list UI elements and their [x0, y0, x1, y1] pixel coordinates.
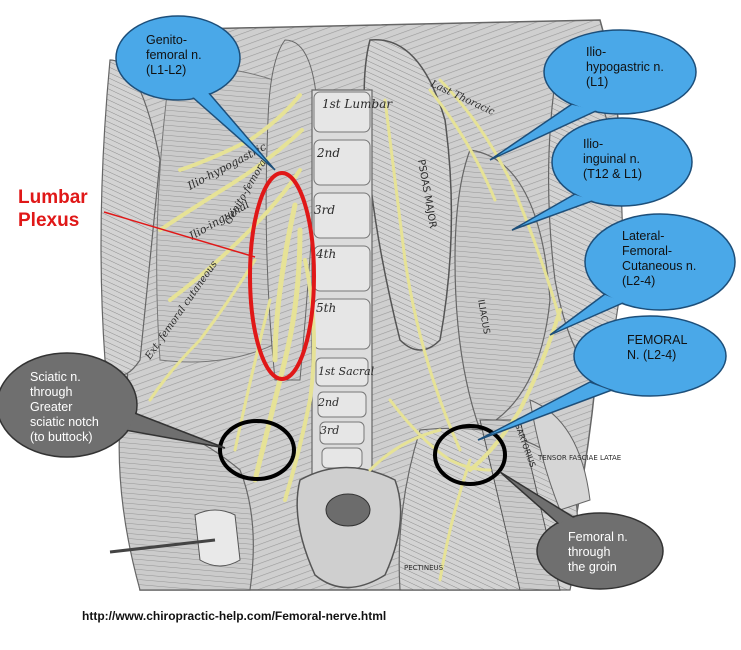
femoral-groin-circle — [433, 424, 507, 486]
anatomy-engraving: 1st Lumbar 2nd 3rd 4th 5th 1st Sacral 2n… — [100, 19, 624, 591]
vertebrae — [313, 91, 371, 469]
callout-iliohypogastric: Ilio- hypogastric n. (L1) — [586, 45, 664, 89]
callout-ilioinguinal-shape — [511, 117, 693, 231]
callout-femoral-groin-shape — [499, 471, 664, 590]
callout-sciatic-shape — [0, 352, 226, 458]
callout-femoral-shape — [477, 315, 727, 441]
vertebra-2-label: 2nd — [316, 146, 340, 160]
callout-genitofemoral: Genito- femoral n. (L1-L2) — [146, 33, 202, 77]
callout-genitofemoral-shape — [115, 15, 276, 171]
tensor-fasciae — [529, 399, 591, 511]
plexus-ellipse — [248, 171, 316, 381]
vertebra-5-label: 5th — [316, 301, 336, 315]
sacral-2-label: 2nd — [317, 396, 339, 409]
vertebra-1-label: 1st Lumbar — [322, 97, 393, 111]
callout-femoral-groin: Femoral n. through the groin — [568, 530, 628, 574]
callout-femoral: FEMORAL N. (L2-4) — [627, 333, 688, 362]
lumbar-plexus-label: Lumbar Plexus — [18, 187, 88, 231]
callout-sciatic: Sciatic n. through Greater sciatic notch… — [30, 370, 99, 444]
left-flank — [100, 59, 161, 376]
callout-iliohypogastric-shape — [489, 29, 697, 161]
source-url: http://www.chiropractic-help.com/Femoral… — [82, 609, 387, 623]
plexus-pointer-line — [103, 211, 256, 258]
sacral-1-label: 1st Sacral — [318, 365, 375, 378]
tensor-label: TENSOR FASCIAE LATAE — [537, 454, 621, 462]
vertebra-3-label: 3rd — [314, 203, 335, 217]
left-quadratus — [156, 67, 301, 363]
pectineus-label: PECTINEUS — [404, 564, 444, 572]
lower-left-muscle — [194, 509, 241, 567]
callout-ilioinguinal: Ilio- inguinal n. (T12 & L1) — [583, 137, 643, 181]
pelvic-floor — [296, 466, 402, 589]
callout-lateral-femoral-cutaneous: Lateral- Femoral- Cutaneous n. (L2-4) — [622, 229, 697, 288]
sacral-3-label: 3rd — [320, 424, 339, 437]
vertebra-4-label: 4th — [315, 247, 336, 261]
pelvic-opening — [325, 493, 371, 527]
sciatic-notch-circle — [218, 419, 296, 481]
callout-lateral-femoral-shape — [549, 213, 736, 336]
